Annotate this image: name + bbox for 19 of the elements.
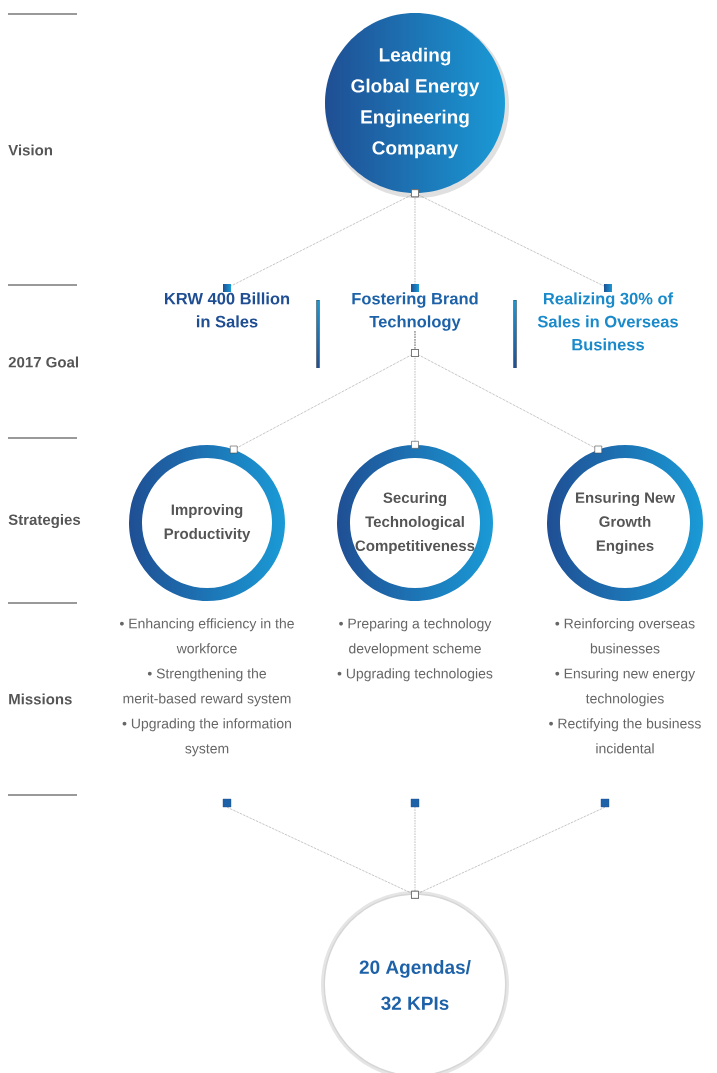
strategy-ring: Securing Technological Competitiveness (355, 492, 475, 554)
connector-square (600, 798, 610, 808)
connector-line (411, 330, 603, 454)
row-label: Strategies (8, 514, 81, 529)
strategy-ring: Ensuring New Growth Engines (576, 492, 675, 555)
row-label: Vision (8, 144, 52, 156)
connector-square (222, 798, 232, 808)
connector-line (411, 189, 612, 292)
goal-text: KRW 400 Billion in Sales (165, 292, 290, 328)
mission-list: • Enhancing efficiency in the workforce • Strengthening the merit-based reward system • Upgrading the information system (120, 618, 294, 757)
mission-list: • Reinforcing overseas businesses • Ensuring new energy technologies • Rectifying the business incidental (549, 618, 701, 754)
strategy-ring: Improving Productivity (164, 504, 251, 542)
row-label: Missions (9, 693, 72, 705)
mission-list: • Preparing a technology development scheme • Upgrading technologies (337, 618, 493, 682)
goal-text: Realizing 30% of Sales in Overseas Business (537, 292, 678, 351)
connector-square (410, 798, 420, 808)
connector-line (411, 806, 606, 899)
row-label: 2017 Goal (8, 356, 78, 368)
goal-text: Fostering Brand Technology (352, 292, 478, 331)
